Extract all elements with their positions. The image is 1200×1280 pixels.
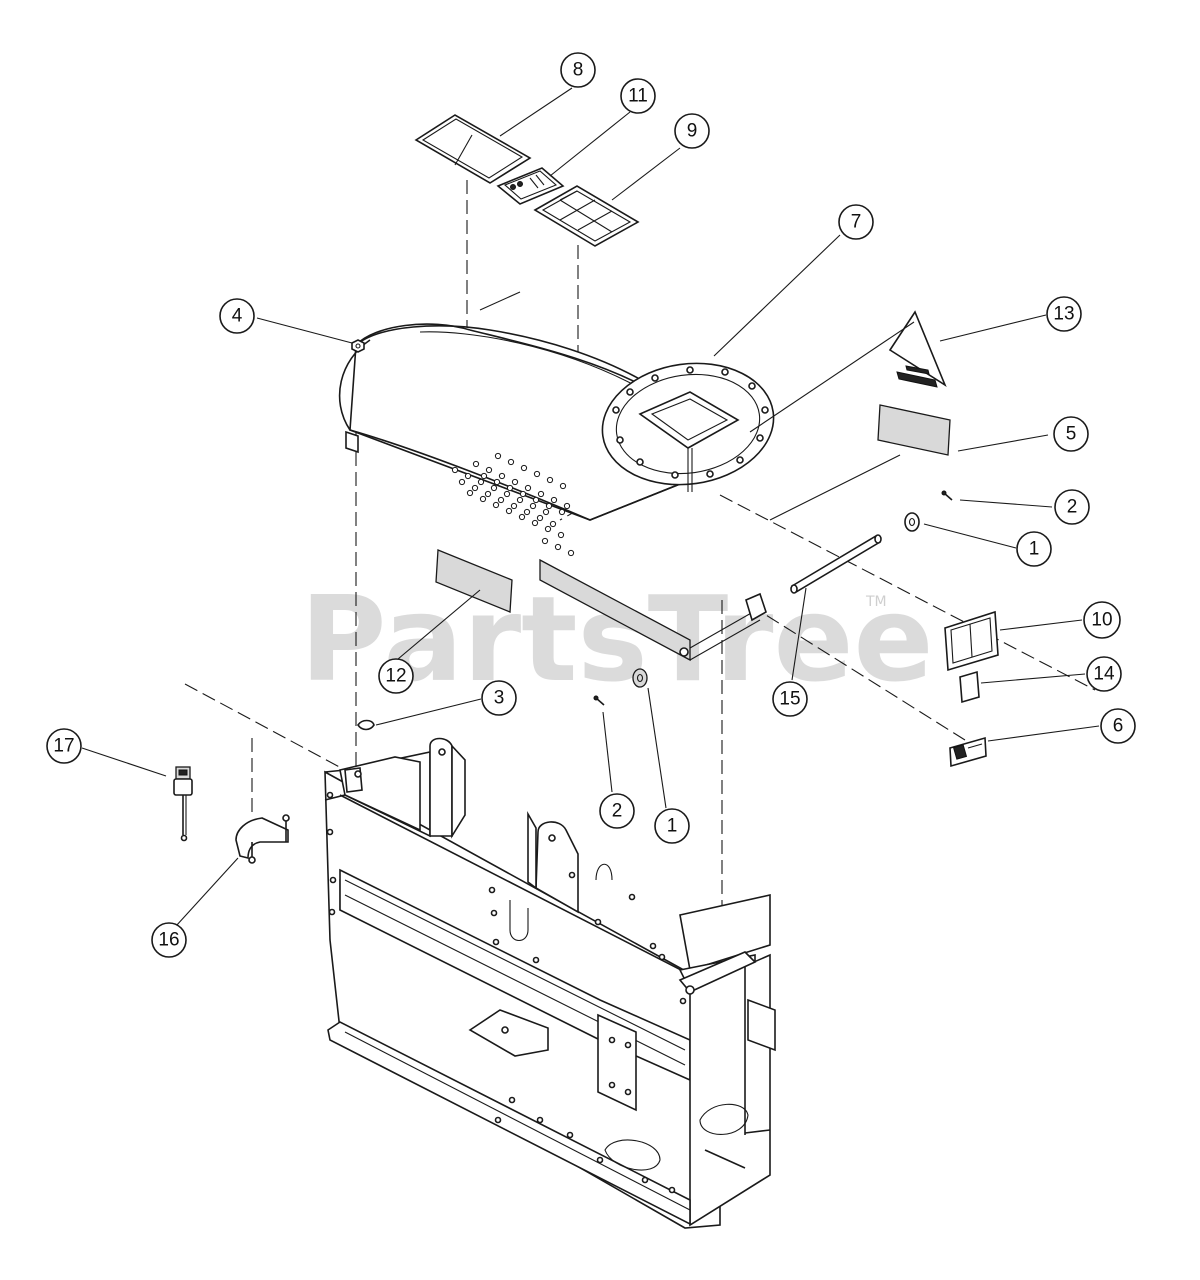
shaft-15	[689, 534, 882, 661]
callout-label: 3	[494, 688, 505, 709]
cotter-pin-2-upper	[941, 490, 953, 501]
callout-2-upper: 2	[1054, 489, 1090, 525]
callout-9: 9	[674, 113, 710, 149]
callout-label: 10	[1091, 610, 1112, 631]
sensor-17	[173, 766, 193, 842]
main-frame-housing	[324, 737, 776, 1229]
callout-label: 13	[1053, 304, 1074, 325]
callout-14: 14	[1086, 656, 1122, 692]
callout-8: 8	[560, 52, 596, 88]
callout-17: 17	[46, 728, 82, 764]
decal-10	[944, 610, 999, 672]
leader-lines	[81, 87, 1100, 927]
callout-label: 16	[158, 930, 179, 951]
decal-12	[435, 549, 513, 613]
callout-16: 16	[151, 922, 187, 958]
callout-label: 15	[779, 689, 800, 710]
callout-11: 11	[620, 78, 656, 114]
washer-1-lower	[632, 668, 648, 688]
callout-3: 3	[481, 680, 517, 716]
callout-15: 15	[772, 681, 808, 717]
callout-6: 6	[1100, 708, 1136, 744]
callout-label: 14	[1093, 664, 1115, 685]
callout-label: 6	[1113, 716, 1124, 737]
decal-6	[949, 736, 987, 768]
decal-5	[877, 404, 951, 456]
decal-13	[888, 310, 947, 388]
callout-label: 1	[1029, 539, 1040, 560]
callout-7: 7	[838, 204, 874, 240]
callouts: 8 11 9 7 4 13 5 2	[46, 52, 1136, 958]
hood-perforations	[451, 452, 575, 557]
callout-2-lower: 2	[599, 793, 635, 829]
callout-label: 2	[612, 801, 623, 822]
decal-9	[533, 185, 640, 247]
watermark-trademark: TM	[865, 594, 887, 610]
callout-1-upper: 1	[1016, 531, 1052, 567]
callout-10: 10	[1083, 601, 1121, 639]
washer-1-upper	[904, 512, 920, 532]
callout-13: 13	[1046, 296, 1082, 332]
callout-label: 7	[851, 212, 862, 233]
callout-1-lower: 1	[654, 808, 690, 844]
callout-label: 9	[687, 121, 698, 142]
cotter-pin-2-lower	[593, 695, 605, 706]
bracket-16	[235, 814, 290, 864]
callout-label: 5	[1066, 424, 1077, 445]
callout-label: 8	[573, 60, 584, 81]
callout-label: 4	[232, 306, 243, 327]
nut-4	[351, 339, 365, 353]
callout-12: 12	[378, 658, 414, 694]
decal-8	[414, 114, 532, 184]
decal-14	[959, 670, 980, 704]
callout-label: 1	[667, 816, 678, 837]
callout-label: 12	[385, 666, 406, 687]
callout-5: 5	[1053, 416, 1089, 452]
decal-11	[496, 167, 565, 205]
callout-label: 2	[1067, 497, 1078, 518]
callout-label: 17	[53, 736, 74, 757]
callout-label: 11	[628, 86, 648, 107]
clip-3	[357, 719, 375, 731]
hood-cover-7	[338, 291, 775, 557]
callout-4: 4	[219, 298, 255, 334]
